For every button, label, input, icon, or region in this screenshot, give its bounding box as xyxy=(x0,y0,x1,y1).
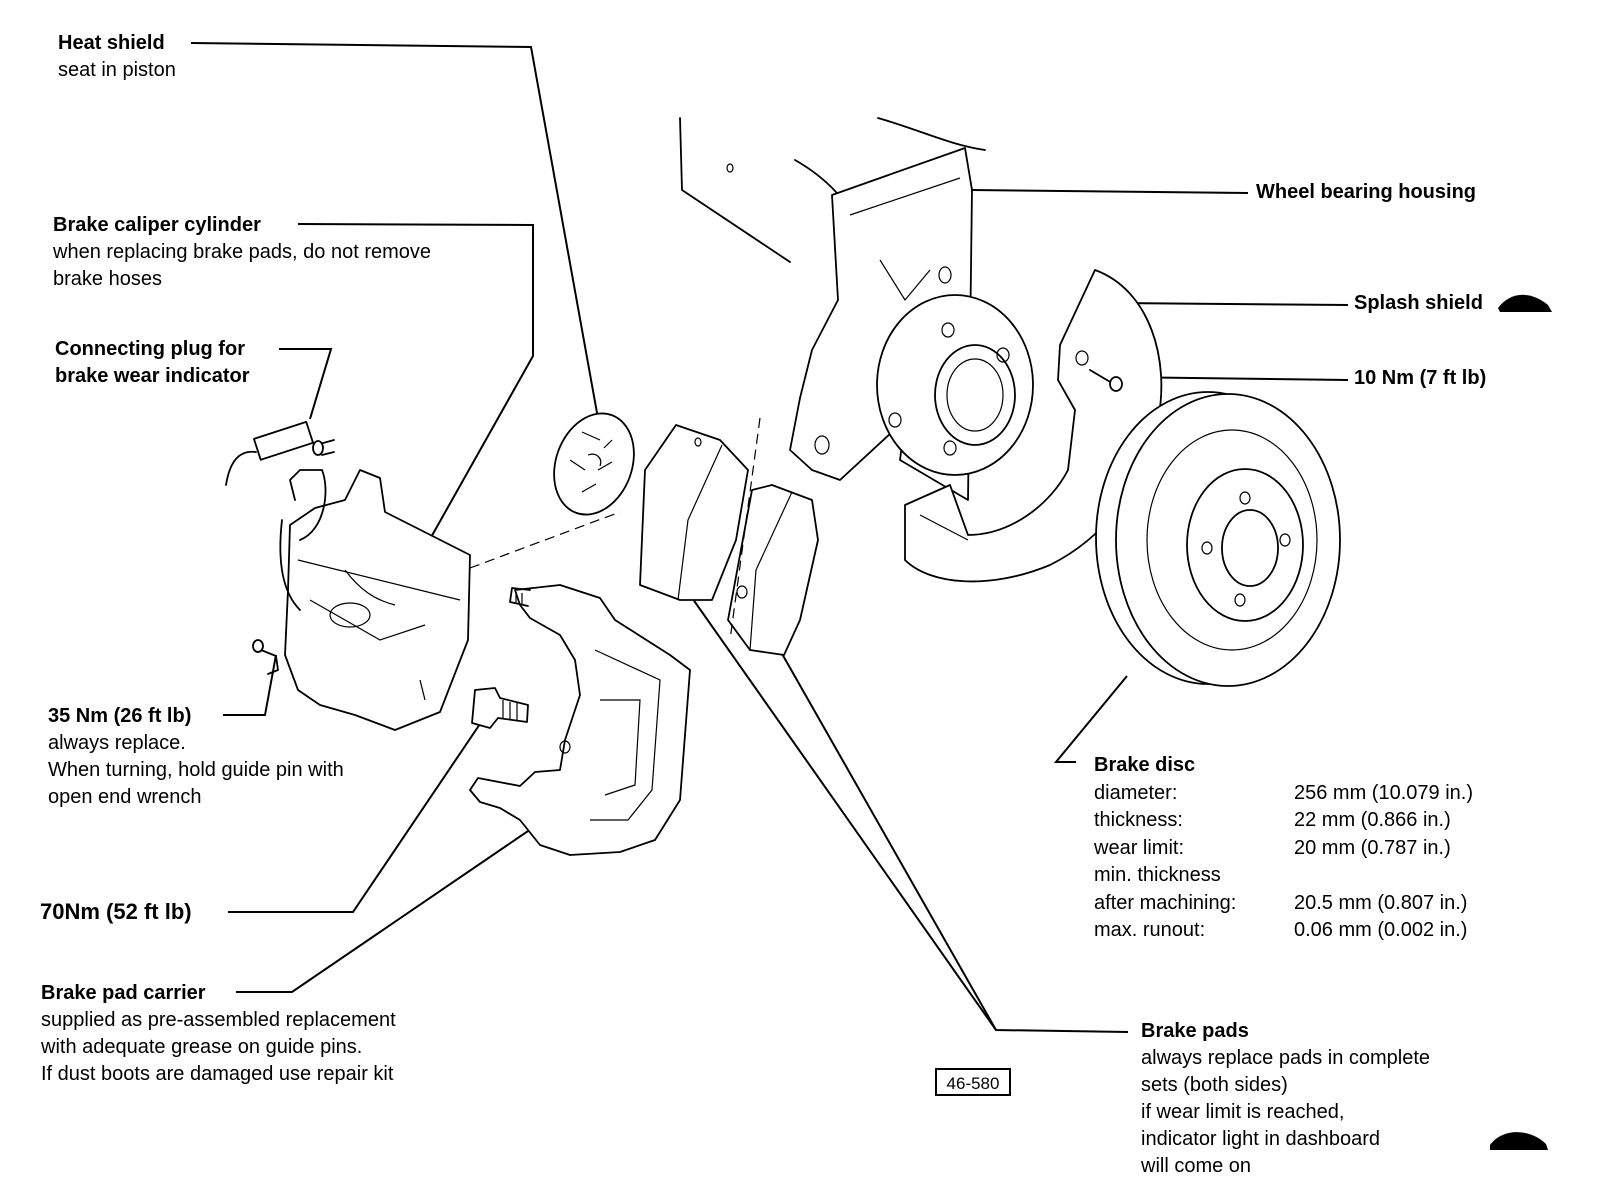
leader-pads-b xyxy=(780,651,1129,1033)
spec-row: diameter:256 mm (10.079 in.) xyxy=(1094,781,1473,804)
spec-row: after machining:20.5 mm (0.807 in.) xyxy=(1094,891,1468,914)
brake-pad-carrier xyxy=(469,584,691,856)
pads-note-1: always replace pads in complete xyxy=(1141,1047,1431,1069)
leader-heat-shield xyxy=(190,42,600,425)
spec-row: thickness:22 mm (0.866 in.) xyxy=(1094,809,1451,831)
brake-disc-title: Brake disc xyxy=(1094,754,1196,776)
label-heat-shield: Heat shield seat in piston xyxy=(58,30,176,84)
label-bolt35: 35 Nm (26 ft lb) always replace. When tu… xyxy=(48,703,344,811)
bolt10-title: 10 Nm (7 ft lb) xyxy=(1354,367,1487,389)
spec-row: min. thickness xyxy=(1094,864,1221,886)
label-pads: Brake pads always replace pads in comple… xyxy=(1141,1018,1430,1180)
spec-row: wear limit:20 mm (0.787 in.) xyxy=(1094,836,1451,859)
bolt35-note-2: When turning, hold guide pin with xyxy=(48,759,344,781)
heat-shield-note: seat in piston xyxy=(58,59,176,81)
caliper-note-1: when replacing brake pads, do not remove xyxy=(53,241,432,263)
wheel-bearing-housing xyxy=(679,117,1034,501)
bolt70-title: 70Nm (52 ft lb) xyxy=(40,899,192,924)
leader-carrier xyxy=(236,828,532,993)
pads-title: Brake pads xyxy=(1141,1020,1249,1042)
carrier-note-3: If dust boots are damaged use repair kit xyxy=(41,1063,394,1085)
leader-bolt70 xyxy=(228,717,485,913)
bolt35-note-1: always replace. xyxy=(48,732,186,754)
scan-mark-upper xyxy=(1498,294,1552,312)
brake-caliper xyxy=(279,469,471,731)
caliper-title: Brake caliper cylinder xyxy=(53,214,261,236)
leader-caliper xyxy=(297,223,534,549)
leader-splash xyxy=(1109,302,1349,306)
bolt35-note-3: open end wrench xyxy=(48,786,202,808)
brake-disc xyxy=(1095,391,1341,687)
brake-disc-spec: Brake disc diameter:256 mm (10.079 in.) … xyxy=(1094,752,1473,945)
plug-title-1: Connecting plug for xyxy=(55,338,245,360)
leader-housing xyxy=(970,189,1249,194)
bolt35-title: 35 Nm (26 ft lb) xyxy=(48,705,192,727)
brake-pads xyxy=(469,417,819,656)
label-carrier: Brake pad carrier supplied as pre-assemb… xyxy=(41,980,396,1088)
label-bolt70: 70Nm (52 ft lb) xyxy=(40,898,192,925)
heat-shield xyxy=(553,412,635,516)
leader-pads-a xyxy=(689,594,997,1031)
leader-bolt35 xyxy=(223,654,277,716)
leader-plug xyxy=(279,348,333,420)
pads-note-2: sets (both sides) xyxy=(1141,1074,1288,1096)
label-housing: Wheel bearing housing xyxy=(1256,179,1476,206)
leader-brake-disc xyxy=(1053,675,1128,763)
splash-title: Splash shield xyxy=(1354,292,1483,314)
pads-note-4: indicator light in dashboard xyxy=(1141,1128,1381,1150)
leader-lines xyxy=(190,42,1349,1033)
carrier-note-2: with adequate grease on guide pins. xyxy=(41,1036,363,1058)
carrier-title: Brake pad carrier xyxy=(41,982,206,1004)
carrier-note-1: supplied as pre-assembled replacement xyxy=(41,1009,396,1031)
pads-note-3: if wear limit is reached, xyxy=(1141,1101,1345,1123)
housing-title: Wheel bearing housing xyxy=(1256,181,1477,203)
spec-row: max. runout:0.06 mm (0.002 in.) xyxy=(1094,919,1468,941)
label-bolt10: 10 Nm (7 ft lb) xyxy=(1354,365,1486,392)
caliper-note-2: brake hoses xyxy=(53,268,162,290)
bolts xyxy=(252,639,529,729)
scan-mark-lower xyxy=(1490,1132,1548,1150)
label-plug: Connecting plug for brake wear indicator xyxy=(55,336,250,390)
splash-shield xyxy=(904,269,1163,583)
figure-reference: 46-580 xyxy=(935,1068,1011,1096)
label-splash: Splash shield xyxy=(1354,290,1483,317)
label-caliper: Brake caliper cylinder when replacing br… xyxy=(53,212,431,293)
wear-indicator-plug xyxy=(225,420,335,486)
plug-title-2: brake wear indicator xyxy=(55,365,250,387)
heat-shield-title: Heat shield xyxy=(58,32,165,54)
pads-note-5: will come on xyxy=(1141,1155,1252,1177)
